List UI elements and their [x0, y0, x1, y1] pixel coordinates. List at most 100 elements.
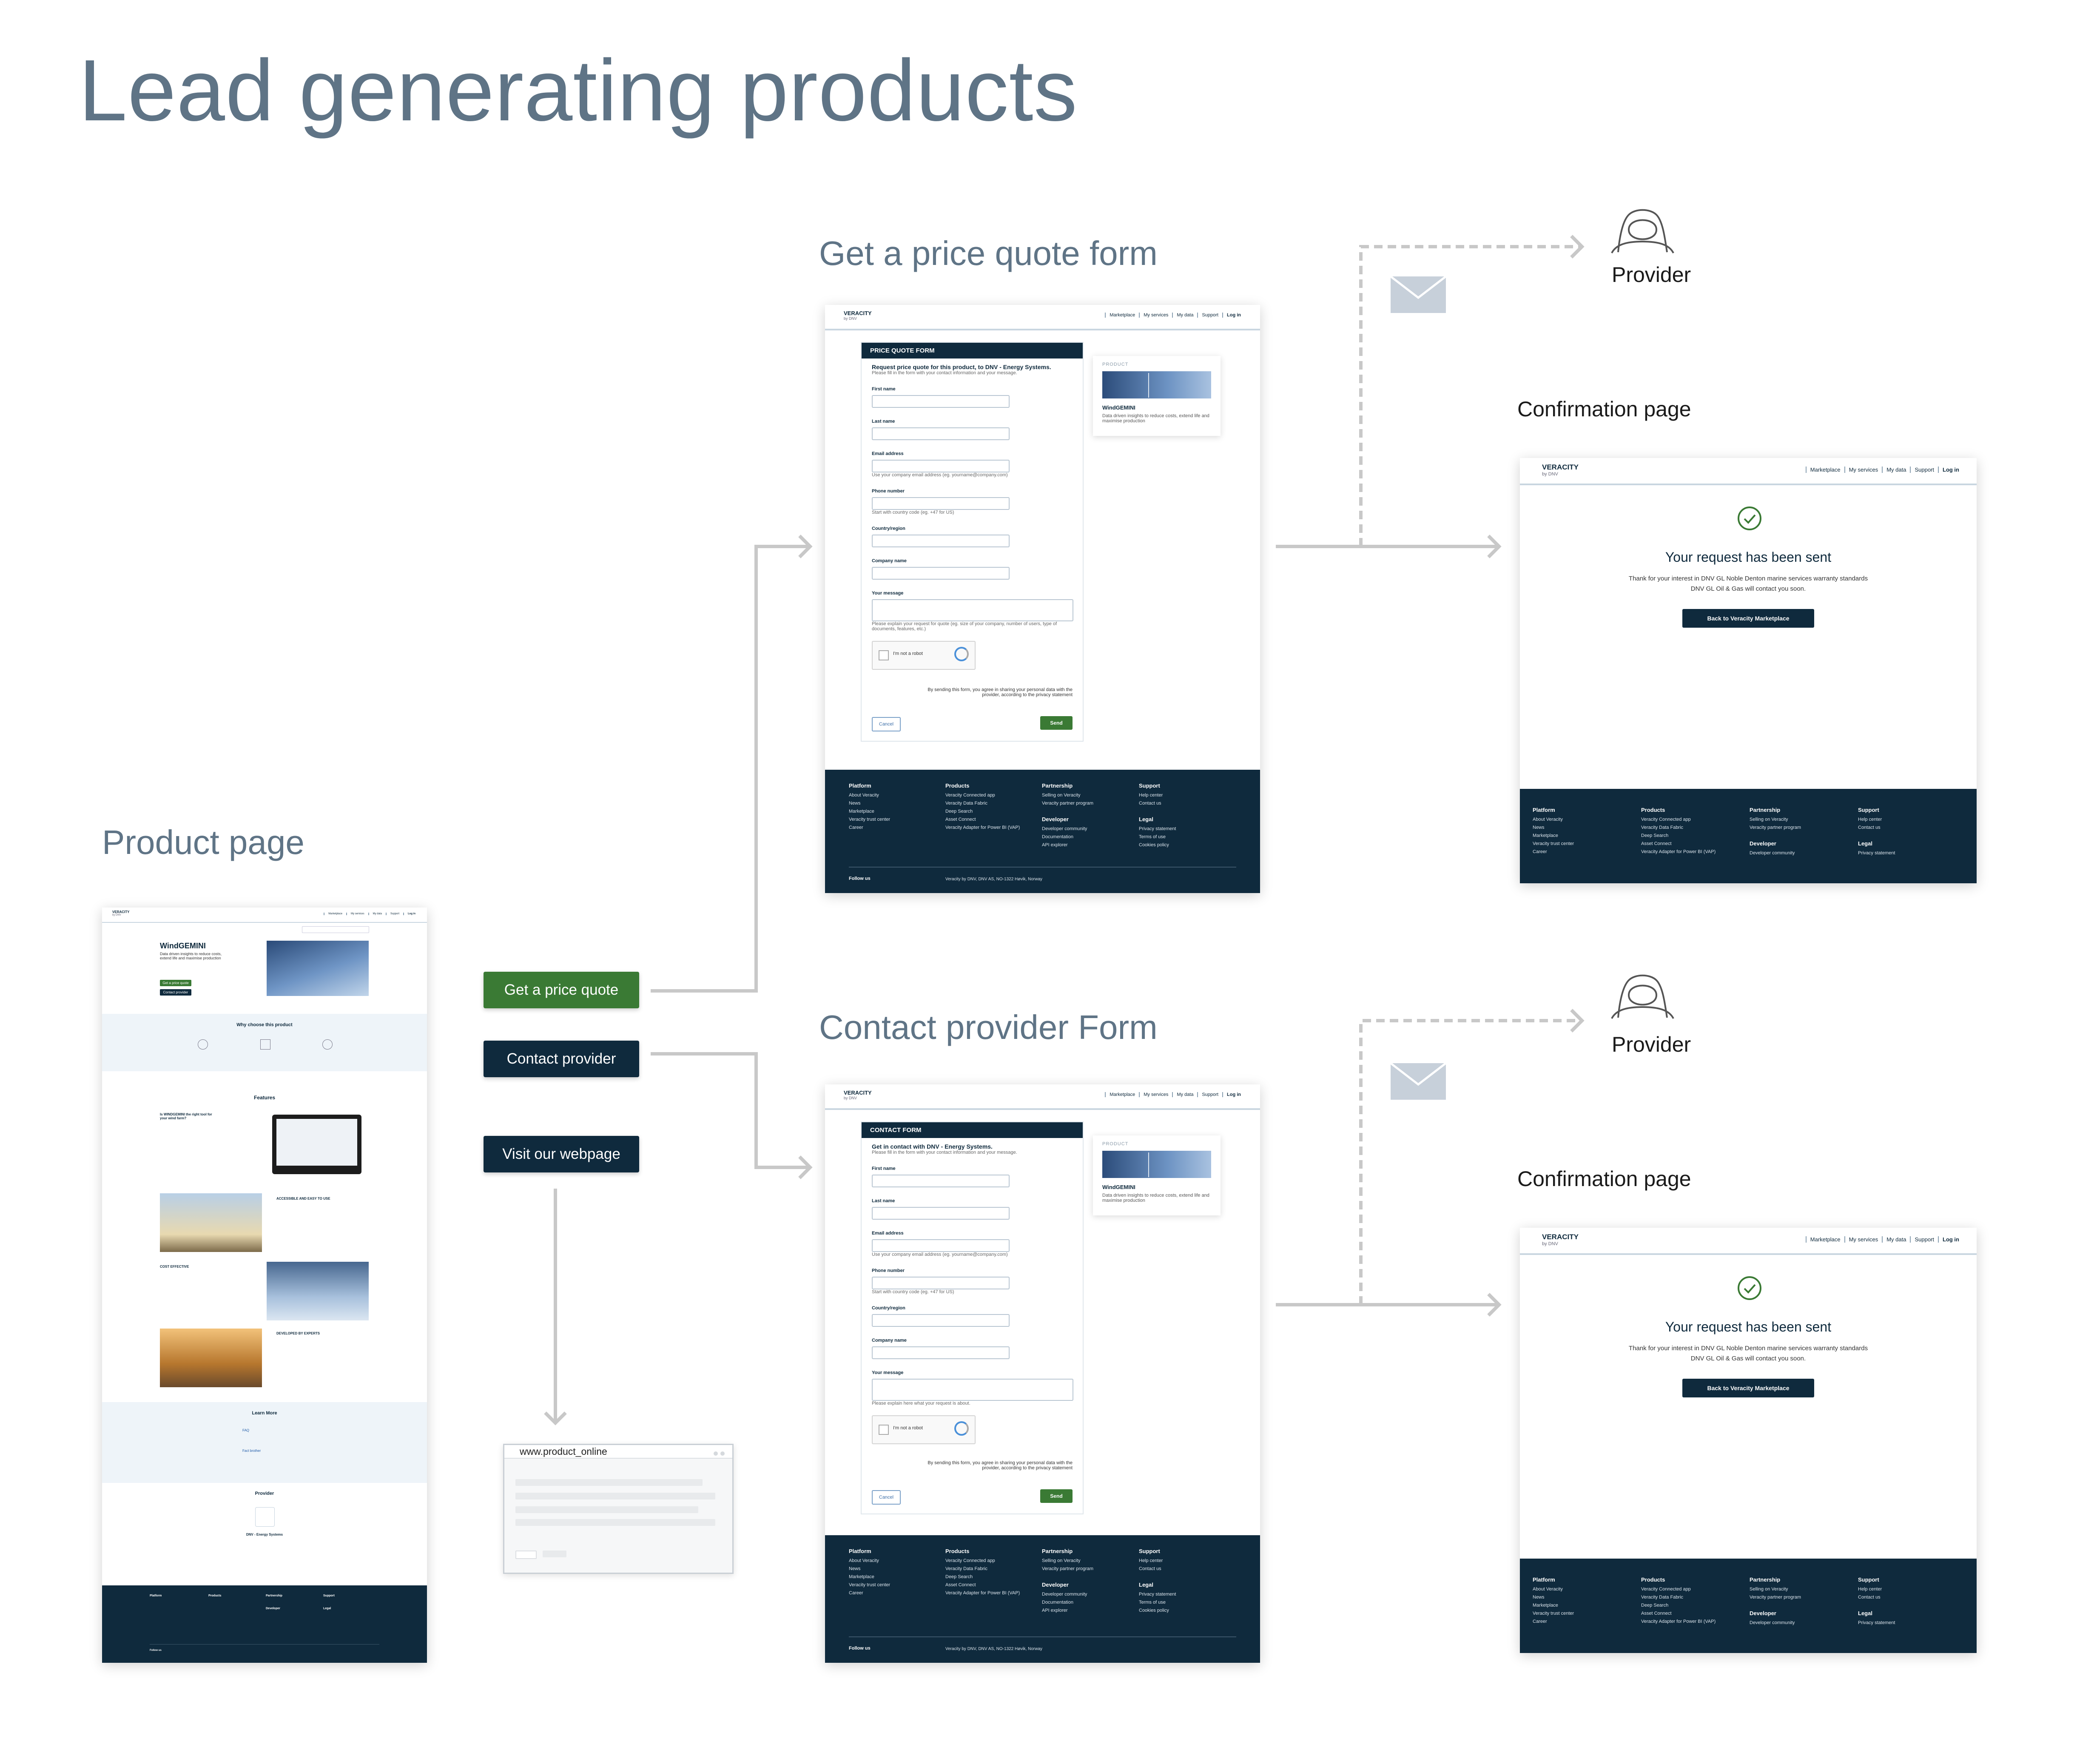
last-name-input[interactable] — [872, 427, 1010, 440]
footer-link[interactable]: About Veracity — [1533, 1587, 1563, 1592]
nav-support[interactable]: Support — [385, 913, 403, 915]
footer-link[interactable]: Veracity Connected app — [1641, 817, 1691, 822]
footer-link[interactable]: Help center — [1858, 817, 1882, 822]
footer-link[interactable]: Veracity partner program — [1750, 1595, 1801, 1600]
footer-link[interactable]: Privacy statement — [1139, 1592, 1176, 1597]
footer-link[interactable]: Veracity trust center — [849, 1582, 891, 1588]
follow-us[interactable]: Follow us — [849, 876, 871, 881]
footer-link[interactable]: News — [1533, 1595, 1545, 1600]
footer-link[interactable]: Developer community — [1750, 1620, 1795, 1625]
message-textarea[interactable] — [872, 1379, 1073, 1401]
footer-link[interactable]: Career — [849, 825, 863, 830]
back-to-marketplace-button[interactable]: Back to Veracity Marketplace — [1682, 609, 1814, 628]
footer-link[interactable]: Asset Connect — [1641, 1611, 1672, 1616]
footer-link[interactable]: Deep Search — [1641, 833, 1669, 838]
footer-link[interactable]: Veracity partner program — [1042, 801, 1094, 806]
captcha[interactable]: I'm not a robot — [872, 641, 976, 670]
footer-link[interactable]: Veracity trust center — [1533, 841, 1574, 846]
footer-link[interactable]: Contact us — [1139, 801, 1161, 806]
footer-link[interactable]: Selling on Veracity — [1750, 817, 1788, 822]
footer-link[interactable]: Asset Connect — [945, 1582, 976, 1588]
cancel-button[interactable]: Cancel — [872, 717, 901, 731]
company-input[interactable] — [872, 1346, 1010, 1359]
nav-marketplace[interactable]: Marketplace — [1105, 1092, 1139, 1097]
footer-link[interactable]: Privacy statement — [1858, 1620, 1895, 1625]
footer-link[interactable]: Selling on Veracity — [1750, 1587, 1788, 1592]
footer-link[interactable]: Veracity Data Fabric — [1641, 1595, 1684, 1600]
footer-link[interactable]: Deep Search — [945, 809, 973, 814]
nav-support[interactable]: Support — [1910, 1236, 1938, 1243]
footer-link[interactable]: API explorer — [1042, 842, 1068, 848]
footer-link[interactable]: Contact us — [1858, 825, 1881, 830]
footer-link[interactable]: Cookies policy — [1139, 842, 1169, 848]
nav-my-services[interactable]: My services — [1139, 313, 1172, 318]
footer-link[interactable]: Terms of use — [1139, 1600, 1166, 1605]
footer-link[interactable]: Veracity Adapter for Power BI (VAP) — [1641, 849, 1716, 854]
footer-link[interactable]: Marketplace — [849, 1574, 874, 1579]
country-select[interactable] — [872, 535, 1010, 547]
footer-link[interactable]: Veracity Connected app — [1641, 1587, 1691, 1592]
footer-link[interactable]: About Veracity — [849, 1558, 879, 1563]
footer-link[interactable]: Veracity Adapter for Power BI (VAP) — [1641, 1619, 1716, 1624]
footer-link[interactable]: Developer community — [1750, 851, 1795, 856]
footer-link[interactable]: Privacy statement — [1858, 851, 1895, 856]
follow-us[interactable]: Follow us — [150, 1649, 162, 1652]
footer-link[interactable]: Asset Connect — [1641, 841, 1672, 846]
footer-link[interactable]: News — [849, 1566, 861, 1571]
footer-link[interactable]: Deep Search — [1641, 1603, 1669, 1608]
nav-marketplace[interactable]: Marketplace — [1805, 467, 1844, 473]
country-select[interactable] — [872, 1314, 1010, 1327]
captcha-checkbox[interactable] — [879, 1425, 889, 1435]
product-contact-button[interactable]: Contact provider — [160, 989, 191, 996]
email-input[interactable] — [872, 1239, 1010, 1252]
nav-login[interactable]: Log in — [1222, 313, 1245, 318]
nav-login[interactable]: Log in — [1938, 467, 1963, 473]
footer-link[interactable]: Terms of use — [1139, 834, 1166, 839]
nav-my-data[interactable]: My data — [1882, 1236, 1910, 1243]
footer-link[interactable]: Career — [1533, 1619, 1547, 1624]
nav-login[interactable]: Log in — [1938, 1236, 1963, 1243]
nav-support[interactable]: Support — [1910, 467, 1938, 473]
footer-link[interactable]: Help center — [1858, 1587, 1882, 1592]
footer-link[interactable]: API explorer — [1042, 1608, 1068, 1613]
footer-link[interactable]: Veracity partner program — [1042, 1566, 1094, 1571]
footer-link[interactable]: Veracity trust center — [849, 817, 891, 822]
footer-link[interactable]: Veracity trust center — [1533, 1611, 1574, 1616]
footer-link[interactable]: Developer community — [1042, 826, 1087, 831]
footer-link[interactable]: Veracity Connected app — [945, 793, 995, 798]
footer-link[interactable]: Veracity partner program — [1750, 825, 1801, 830]
nav-login[interactable]: Log in — [1222, 1092, 1245, 1097]
company-input[interactable] — [872, 567, 1010, 580]
last-name-input[interactable] — [872, 1207, 1010, 1220]
nav-my-data[interactable]: My data — [1172, 1092, 1197, 1097]
nav-my-data[interactable]: My data — [1882, 467, 1910, 473]
first-name-input[interactable] — [872, 395, 1010, 408]
product-quote-button[interactable]: Get a price quote — [160, 980, 191, 986]
footer-link[interactable]: Marketplace — [1533, 833, 1558, 838]
footer-link[interactable]: Veracity Data Fabric — [945, 801, 988, 806]
footer-link[interactable]: About Veracity — [849, 793, 879, 798]
footer-link[interactable]: Contact us — [1139, 1566, 1161, 1571]
nav-marketplace[interactable]: Marketplace — [324, 913, 346, 915]
footer-link[interactable]: Deep Search — [945, 1574, 973, 1579]
follow-us[interactable]: Follow us — [849, 1646, 871, 1651]
nav-my-data[interactable]: My data — [1172, 313, 1197, 318]
nav-my-services[interactable]: My services — [1844, 467, 1882, 473]
footer-link[interactable]: Asset Connect — [945, 817, 976, 822]
get-price-quote-button[interactable]: Get a price quote — [484, 972, 639, 1008]
nav-support[interactable]: Support — [1197, 313, 1222, 318]
footer-link[interactable]: Veracity Adapter for Power BI (VAP) — [945, 825, 1020, 830]
footer-link[interactable]: News — [849, 801, 861, 806]
footer-link[interactable]: Developer community — [1042, 1592, 1087, 1597]
footer-link[interactable]: Documentation — [1042, 1600, 1073, 1605]
send-button[interactable]: Send — [1040, 1489, 1073, 1503]
nav-marketplace[interactable]: Marketplace — [1805, 1236, 1844, 1243]
nav-my-services[interactable]: My services — [346, 913, 368, 915]
phone-input[interactable] — [872, 497, 1010, 510]
visit-webpage-button[interactable]: Visit our webpage — [484, 1136, 639, 1172]
footer-link[interactable]: Privacy statement — [1139, 826, 1176, 831]
fact-link[interactable]: Fact brother — [242, 1449, 261, 1453]
footer-link[interactable]: Cookies policy — [1139, 1608, 1169, 1613]
nav-my-services[interactable]: My services — [1844, 1236, 1882, 1243]
footer-link[interactable]: Selling on Veracity — [1042, 1558, 1081, 1563]
